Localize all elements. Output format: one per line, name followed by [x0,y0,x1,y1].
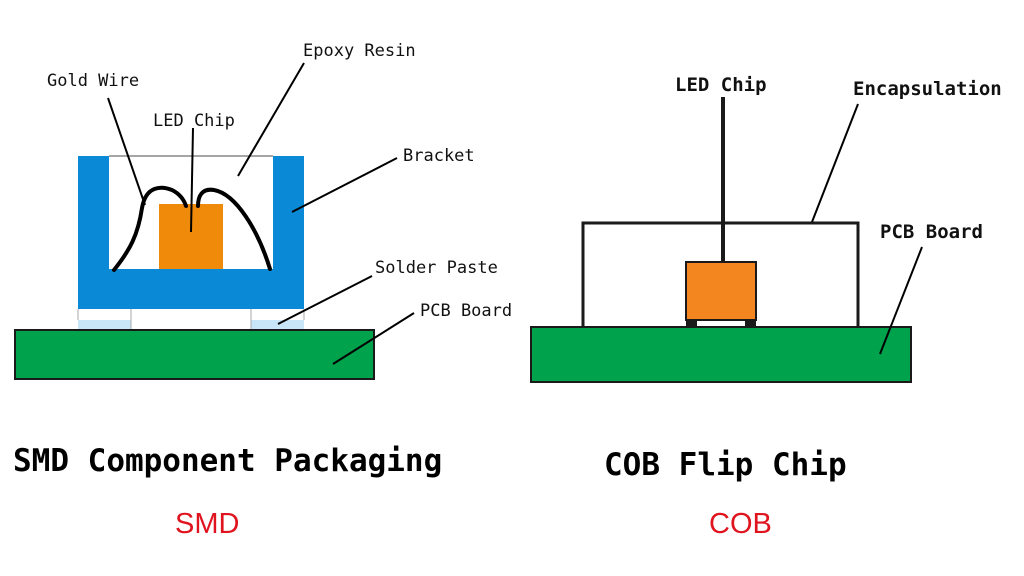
cob-title: COB Flip Chip [604,447,847,483]
smd-label-pcb-board: PCB Board [420,301,512,321]
smd-diagram: Epoxy Resin Gold Wire LED Chip Bracket S… [14,41,512,380]
cob-label-led-chip: LED Chip [675,74,767,96]
cob-bump-left [686,320,697,327]
smd-solder-pad-left [78,320,131,329]
cob-leader-encapsulation [811,103,859,223]
smd-leader-pcb-board [332,312,415,365]
cob-bump-right [745,320,756,327]
cob-encapsulation [581,221,860,327]
smd-label-led-chip: LED Chip [153,111,235,131]
smd-bracket [78,156,304,309]
smd-label-gold-wire: Gold Wire [47,71,139,91]
smd-leader-gold-wire [107,97,146,206]
smd-title: SMD Component Packaging [13,443,442,479]
smd-label-bracket: Bracket [403,146,475,166]
smd-label-epoxy-resin: Epoxy Resin [303,41,416,61]
cob-label-encapsulation: Encapsulation [853,78,1002,100]
cob-label-pcb-board: PCB Board [880,221,983,243]
cob-pcb-board [530,326,912,383]
smd-gold-wire-right [196,187,272,271]
smd-label-solder-paste: Solder Paste [375,258,498,278]
cob-tag: COB [709,508,772,540]
smd-pcb-board [14,329,375,380]
cob-leader-pcb-board [879,246,923,355]
smd-leader-epoxy-resin [237,62,305,177]
smd-leader-bracket [291,157,398,213]
smd-leader-led-chip [190,127,194,233]
smd-tag: SMD [175,508,239,540]
smd-gold-wire-left [112,185,188,272]
cob-diagram: LED Chip Encapsulation PCB Board [530,74,1002,383]
smd-leader-solder-paste [277,275,373,325]
cob-led-chip [685,261,757,321]
smd-solder-pad-right [251,320,304,329]
